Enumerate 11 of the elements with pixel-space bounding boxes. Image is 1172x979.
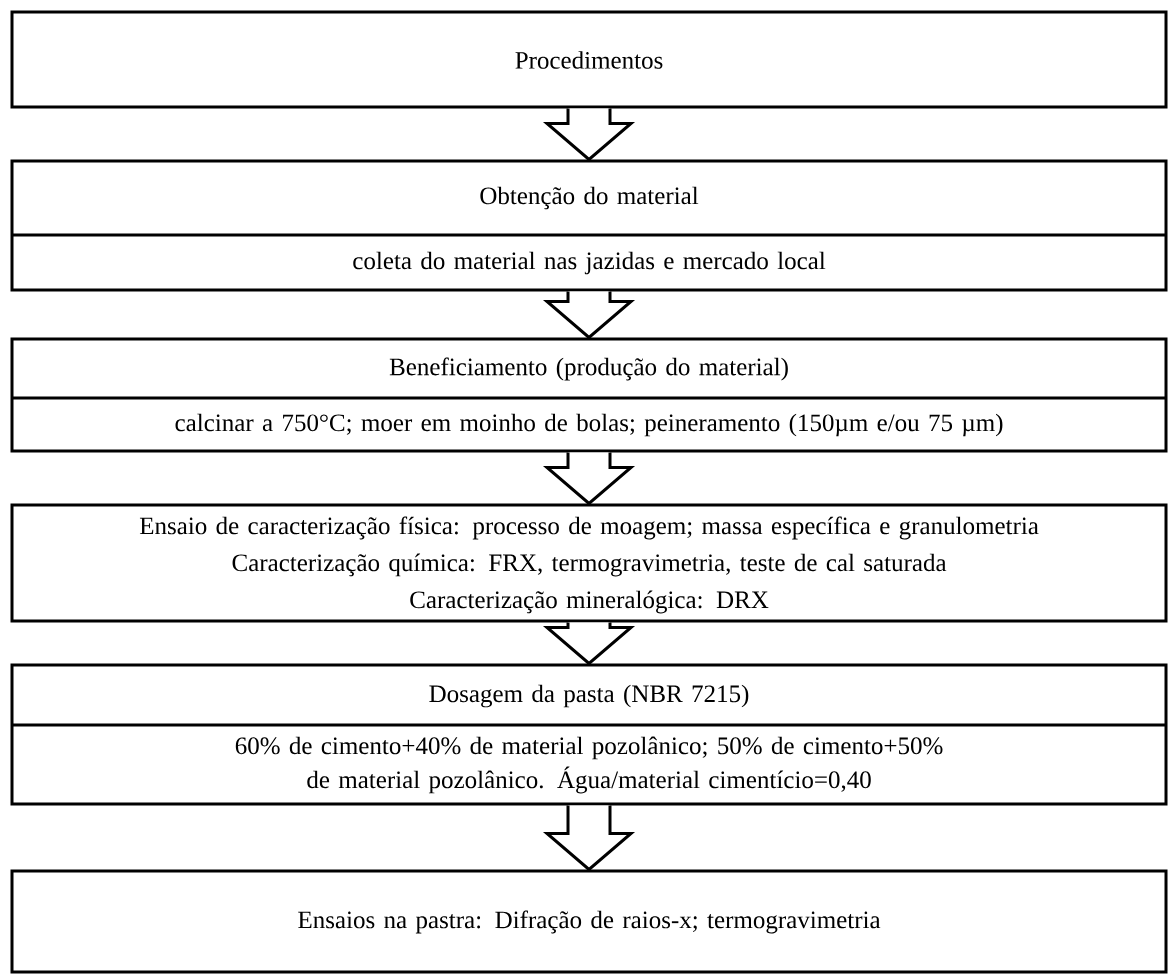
process-box: Dosagem da pasta (NBR 7215) 60% de cimento+40% de material pozolânico; 50% de cimento+50% de material pozolânico. Água/material cimentício=0,40	[10, 663, 1168, 806]
block-arrow	[542, 621, 636, 666]
process-box: Ensaio de caracterização física: processo de moagem; massa específica e granulometria Caracterização química: FRX, termogravimetria, teste de cal saturada Caracterização mineralógica: DRX	[10, 503, 1168, 623]
block-arrow	[542, 451, 636, 506]
block-arrow	[542, 290, 636, 340]
process-box: Beneficiamento (produção do material) calcinar a 750°C; moer em moinho de bolas; peineramento (150µm e/ou 75 µm)	[10, 337, 1168, 453]
process-box: Procedimentos	[10, 10, 1168, 109]
process-box: Ensaios na pastra: Difração de raios-x; termogravimetria	[10, 869, 1168, 974]
process-box: Obtenção do material coleta do material nas jazidas e mercado local	[10, 159, 1168, 292]
block-arrow	[542, 804, 636, 872]
block-arrow	[542, 107, 636, 162]
